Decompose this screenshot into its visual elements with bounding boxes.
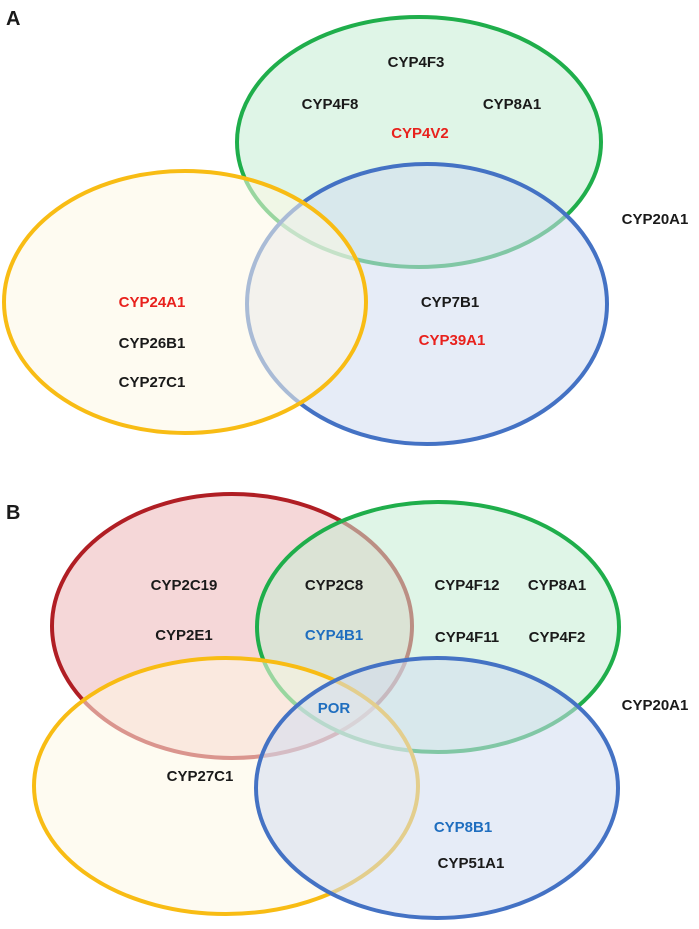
panel-b-blue-set — [254, 656, 620, 920]
gene-label: CYP51A1 — [438, 855, 505, 872]
gene-label: CYP7B1 — [421, 294, 479, 311]
gene-label: CYP24A1 — [119, 294, 186, 311]
gene-label: CYP2C19 — [151, 577, 218, 594]
panel-b-labels: CYP2C19 CYP2C8 CYP4F12 CYP8A1 CYP2E1 CYP… — [151, 577, 689, 872]
gene-label: CYP20A1 — [622, 211, 689, 228]
gene-label: CYP4B1 — [305, 627, 363, 644]
gene-label: CYP8A1 — [483, 96, 541, 113]
gene-label: CYP26B1 — [119, 335, 186, 352]
gene-label: CYP20A1 — [622, 697, 689, 714]
panel-a: A CYP4F3 CYP4F8 CYP8A1 CYP4V2 CYP20A1 CY… — [2, 8, 689, 446]
gene-label: CYP4F3 — [388, 54, 445, 71]
panel-b-letter: B — [6, 502, 20, 524]
gene-label: CYP8A1 — [528, 577, 586, 594]
gene-label: CYP27C1 — [167, 768, 234, 785]
gene-label: CYP2C8 — [305, 577, 363, 594]
gene-label: CYP4V2 — [391, 125, 449, 142]
gene-label: CYP4F8 — [302, 96, 359, 113]
gene-label: CYP2E1 — [155, 627, 213, 644]
gene-label: CYP39A1 — [419, 332, 486, 349]
panel-a-labels: CYP4F3 CYP4F8 CYP8A1 CYP4V2 CYP20A1 CYP2… — [119, 54, 689, 391]
panel-b-sets — [32, 492, 621, 920]
panel-b: B CYP2C19 CYP2C8 CYP4F12 CYP8A1 CYP2E1 C… — [6, 492, 689, 920]
gene-label: POR — [318, 700, 351, 717]
gene-label: CYP4F2 — [529, 629, 586, 646]
gene-label: CYP27C1 — [119, 374, 186, 391]
panel-a-yellow-set — [2, 169, 368, 435]
panel-a-sets — [2, 15, 609, 446]
gene-label: CYP4F11 — [435, 629, 499, 646]
panel-a-letter: A — [6, 8, 20, 30]
gene-label: CYP8B1 — [434, 819, 492, 836]
gene-label: CYP4F12 — [434, 577, 499, 594]
